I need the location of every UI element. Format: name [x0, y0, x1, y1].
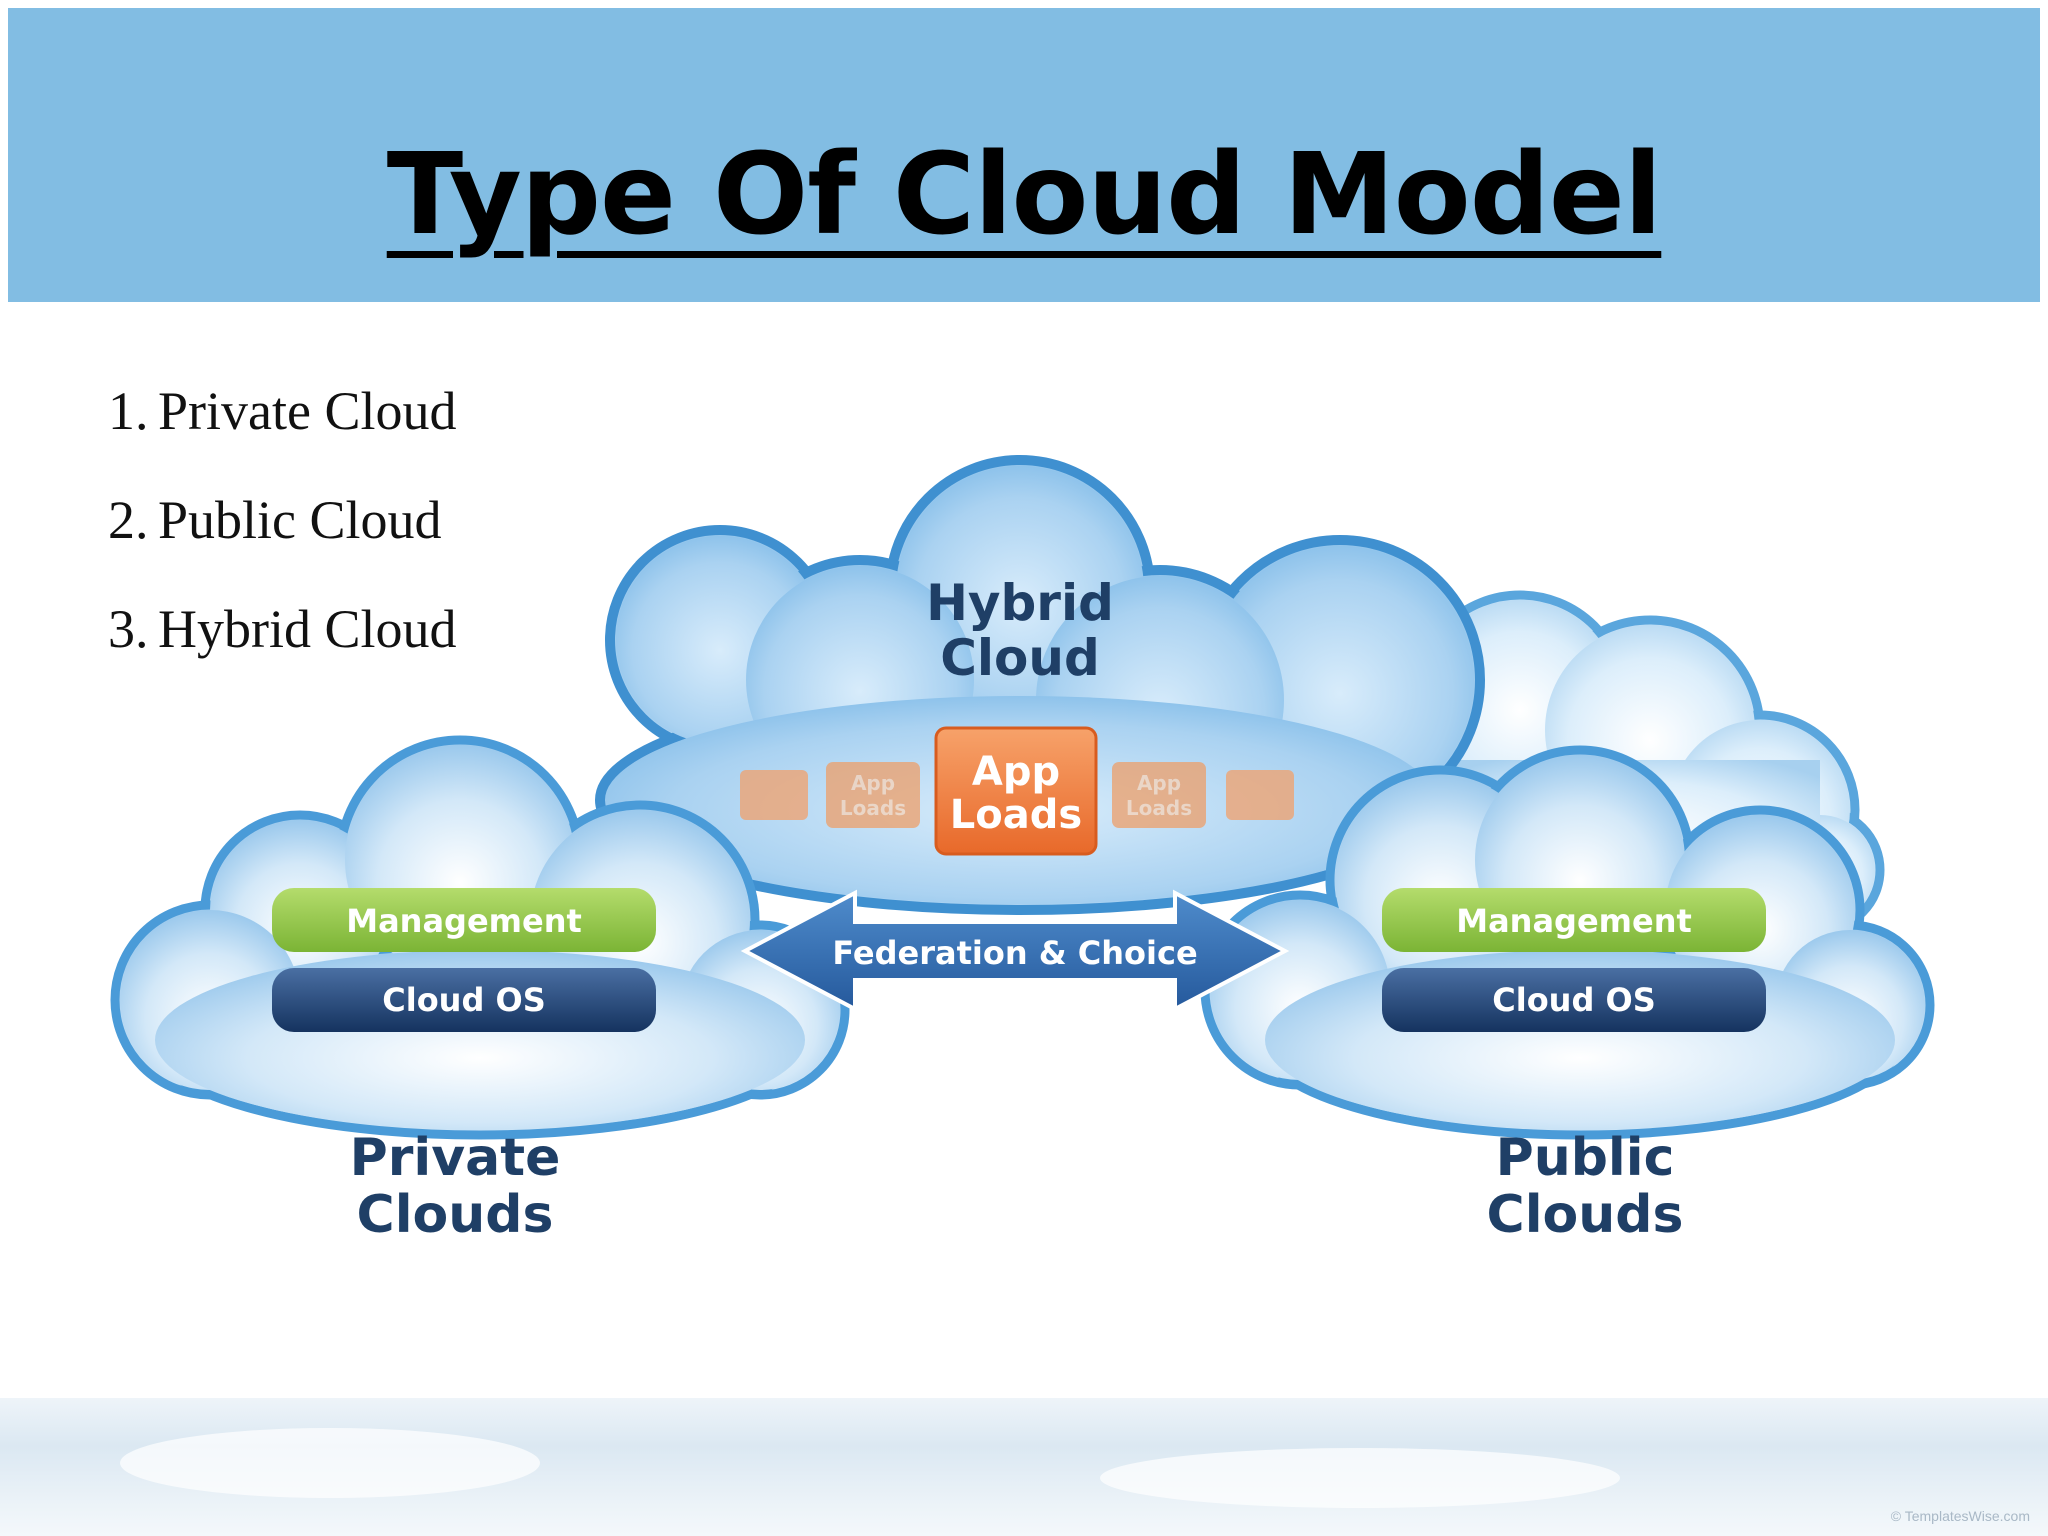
private-cloud-os-bar: Cloud OS — [272, 968, 656, 1032]
list-number: 2. — [108, 490, 149, 550]
list-number: 3. — [108, 599, 149, 659]
list-text: Private Cloud — [158, 381, 457, 441]
cloud-type-list: 1.Private Cloud 2.Public Cloud 3.Hybrid … — [108, 378, 457, 705]
private-label-line1: Private — [350, 1128, 561, 1188]
list-number: 1. — [108, 381, 149, 441]
list-item-hybrid: 3.Hybrid Cloud — [108, 596, 457, 705]
hybrid-label-line2: Cloud — [940, 629, 1100, 687]
app-load-tile: App Loads — [1112, 762, 1206, 828]
federation-arrow: Federation & Choice — [740, 889, 1290, 1013]
app-load-tile — [740, 770, 808, 820]
list-text: Public Cloud — [158, 490, 442, 550]
public-cloud-os-label: Cloud OS — [1492, 981, 1656, 1019]
private-cloud: Management Cloud OS Private Clouds — [110, 735, 850, 1245]
app-load-main-line2: Loads — [950, 792, 1082, 838]
public-management-label: Management — [1456, 902, 1692, 940]
list-item-public: 2.Public Cloud — [108, 487, 457, 596]
public-management-bar: Management — [1382, 888, 1766, 952]
app-load-small-line1: App — [851, 771, 895, 795]
footer-band: © TemplatesWise.com — [0, 1398, 2048, 1536]
app-load-tile — [1226, 770, 1294, 820]
private-label-line2: Clouds — [357, 1185, 554, 1245]
app-loads-group: App Loads App Loads App Loads — [740, 726, 1294, 856]
private-management-label: Management — [346, 902, 582, 940]
app-load-main-line1: App — [972, 749, 1060, 795]
footer-cloud-haze — [120, 1428, 540, 1498]
public-label-line2: Clouds — [1487, 1185, 1684, 1245]
app-load-small-line2: Loads — [1126, 796, 1192, 820]
hybrid-label-line1: Hybrid — [926, 574, 1114, 632]
private-management-bar: Management — [272, 888, 656, 952]
slide-title: Type Of Cloud Model — [386, 130, 1663, 260]
header-band — [8, 8, 2040, 302]
private-cloud-os-label: Cloud OS — [382, 981, 546, 1019]
list-text: Hybrid Cloud — [158, 599, 457, 659]
watermark: © TemplatesWise.com — [1890, 1508, 2030, 1524]
list-item-private: 1.Private Cloud — [108, 378, 457, 487]
public-label-line1: Public — [1496, 1128, 1675, 1188]
app-loads-main: App Loads — [934, 726, 1098, 856]
footer-cloud-haze — [1100, 1448, 1620, 1508]
app-load-small-line1: App — [1137, 771, 1181, 795]
federation-label: Federation & Choice — [832, 934, 1197, 972]
app-load-small-line2: Loads — [840, 796, 906, 820]
app-load-tile: App Loads — [826, 762, 920, 828]
public-cloud-os-bar: Cloud OS — [1382, 968, 1766, 1032]
